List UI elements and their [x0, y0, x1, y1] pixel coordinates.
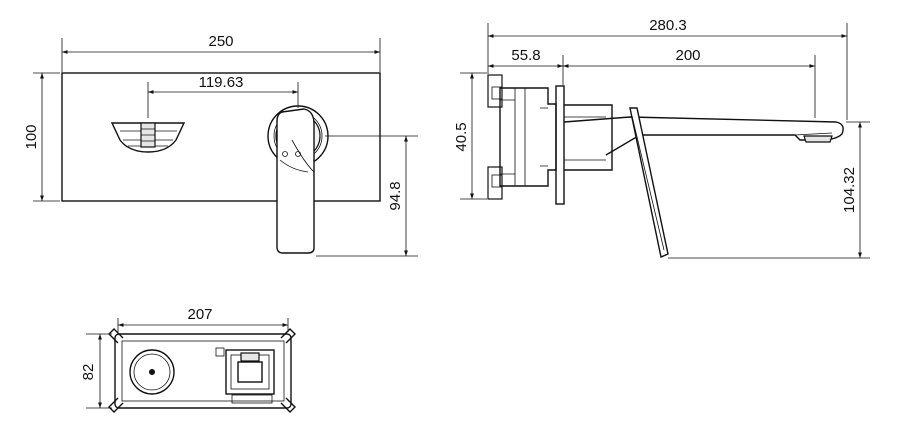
- dim-label-spout-drop: 104.32: [841, 167, 858, 213]
- spout-side: [563, 116, 844, 156]
- dim-label-front-width: 250: [208, 33, 233, 50]
- corner-tab-br: [280, 397, 296, 413]
- valve-socket-inner: [237, 361, 263, 383]
- dim-label-body-height: 40.5: [453, 122, 470, 151]
- dim-label-front-height: 100: [23, 124, 40, 149]
- dim-label-spout-offset: 119.63: [199, 74, 244, 91]
- spout-outlet: [110, 122, 186, 153]
- dim-label-spout-length: 200: [675, 47, 700, 64]
- dim-label-box-width: 207: [187, 306, 212, 323]
- mixer-handle: [267, 105, 329, 254]
- lever-side: [629, 107, 669, 258]
- dim-label-box-height: 82: [80, 364, 97, 381]
- dim-label-total-projection: 280.3: [649, 17, 687, 34]
- valve-body: [499, 87, 557, 187]
- wall-plate-outline: [61, 72, 381, 202]
- dim-label-handle-height: 94.8: [387, 181, 404, 210]
- valve-socket-outer: [225, 349, 275, 395]
- side-view: 280.3 55.8 200 40.5 104.32: [453, 17, 870, 259]
- dim-label-body-depth: 55.8: [511, 47, 540, 64]
- box-view: 207 82: [80, 306, 296, 413]
- wall-plate-side: [555, 85, 565, 205]
- outlet-port-hole: [149, 369, 155, 375]
- front-view: 250 119.63 100 94.8: [23, 33, 418, 257]
- mounting-box-outer: [114, 333, 292, 409]
- corner-tab-bl: [108, 397, 124, 413]
- mounting-box-inner: [121, 340, 285, 402]
- outlet-port-outer: [129, 349, 175, 395]
